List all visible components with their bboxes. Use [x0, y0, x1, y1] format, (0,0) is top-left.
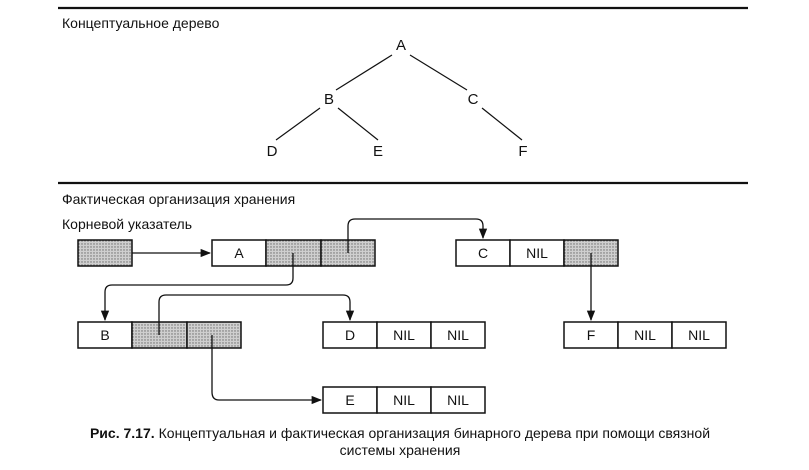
- record-b-label: B: [100, 327, 109, 343]
- conceptual-title: Концептуальное дерево: [62, 15, 220, 31]
- figure-caption-line-1: Рис. 7.17.Концептуальная и фактическая о…: [90, 425, 710, 441]
- record-f-label: F: [587, 327, 596, 343]
- record-d-left-nil-label: NIL: [393, 327, 415, 343]
- arrow-b-to-e: [211, 335, 323, 405]
- record-a: A: [211, 239, 376, 267]
- edge-a-c: [409, 54, 468, 91]
- record-d-right-nil-label: NIL: [447, 327, 469, 343]
- record-d-right-nil-cell: [430, 321, 486, 349]
- conceptual-tree-nodes: A B C D E F: [267, 37, 528, 160]
- record-c-data-cell: [455, 239, 511, 267]
- tree-node-c: C: [468, 91, 479, 108]
- tree-node-a: A: [396, 37, 406, 54]
- record-c: C NIL: [455, 239, 619, 267]
- record-f-left-nil-cell: [617, 321, 673, 349]
- figure-caption-line-2: системы хранения: [340, 442, 461, 458]
- record-d-label: D: [345, 327, 355, 343]
- record-e-right-nil-label: NIL: [447, 392, 469, 408]
- tree-node-d: D: [267, 143, 278, 160]
- arrow-b-to-d: [158, 294, 355, 335]
- edge-b-d: [275, 107, 321, 141]
- root-pointer-label: Корневой указатель: [62, 216, 192, 232]
- record-e-right-nil-cell: [430, 386, 486, 414]
- record-c-label: C: [478, 245, 488, 261]
- edge-b-e: [337, 107, 379, 141]
- record-a-label: A: [234, 245, 244, 261]
- figure-caption-text: Концептуальная и фактическая организация…: [159, 425, 710, 441]
- actual-storage-title: Фактическая организация хранения: [62, 191, 295, 207]
- record-f-left-nil-label: NIL: [634, 327, 656, 343]
- root-pointer-cell: [77, 239, 133, 267]
- arrow-a-to-b: [100, 253, 294, 322]
- record-b-data-cell: [77, 321, 133, 349]
- record-f-right-nil-cell: [671, 321, 727, 349]
- record-e: E NIL NIL: [322, 386, 486, 414]
- record-f: F NIL NIL: [563, 321, 727, 349]
- record-b-right-pointer: [186, 321, 242, 349]
- edge-a-b: [335, 54, 393, 91]
- figure-caption-number: Рис. 7.17.: [90, 425, 155, 441]
- arrow-a-to-c: [347, 218, 488, 253]
- edge-c-f: [481, 107, 523, 141]
- record-b: B: [77, 321, 242, 349]
- pointer-arrows: [100, 218, 596, 405]
- record-e-label: E: [345, 392, 354, 408]
- record-d: D NIL NIL: [322, 321, 486, 349]
- tree-node-e: E: [373, 143, 383, 160]
- record-e-left-nil-cell: [376, 386, 432, 414]
- conceptual-tree-edges: [275, 54, 523, 141]
- tree-node-f: F: [518, 143, 527, 160]
- tree-node-b: B: [324, 91, 334, 108]
- record-c-nil-label: NIL: [526, 245, 548, 261]
- record-e-left-nil-label: NIL: [393, 392, 415, 408]
- record-f-right-nil-label: NIL: [688, 327, 710, 343]
